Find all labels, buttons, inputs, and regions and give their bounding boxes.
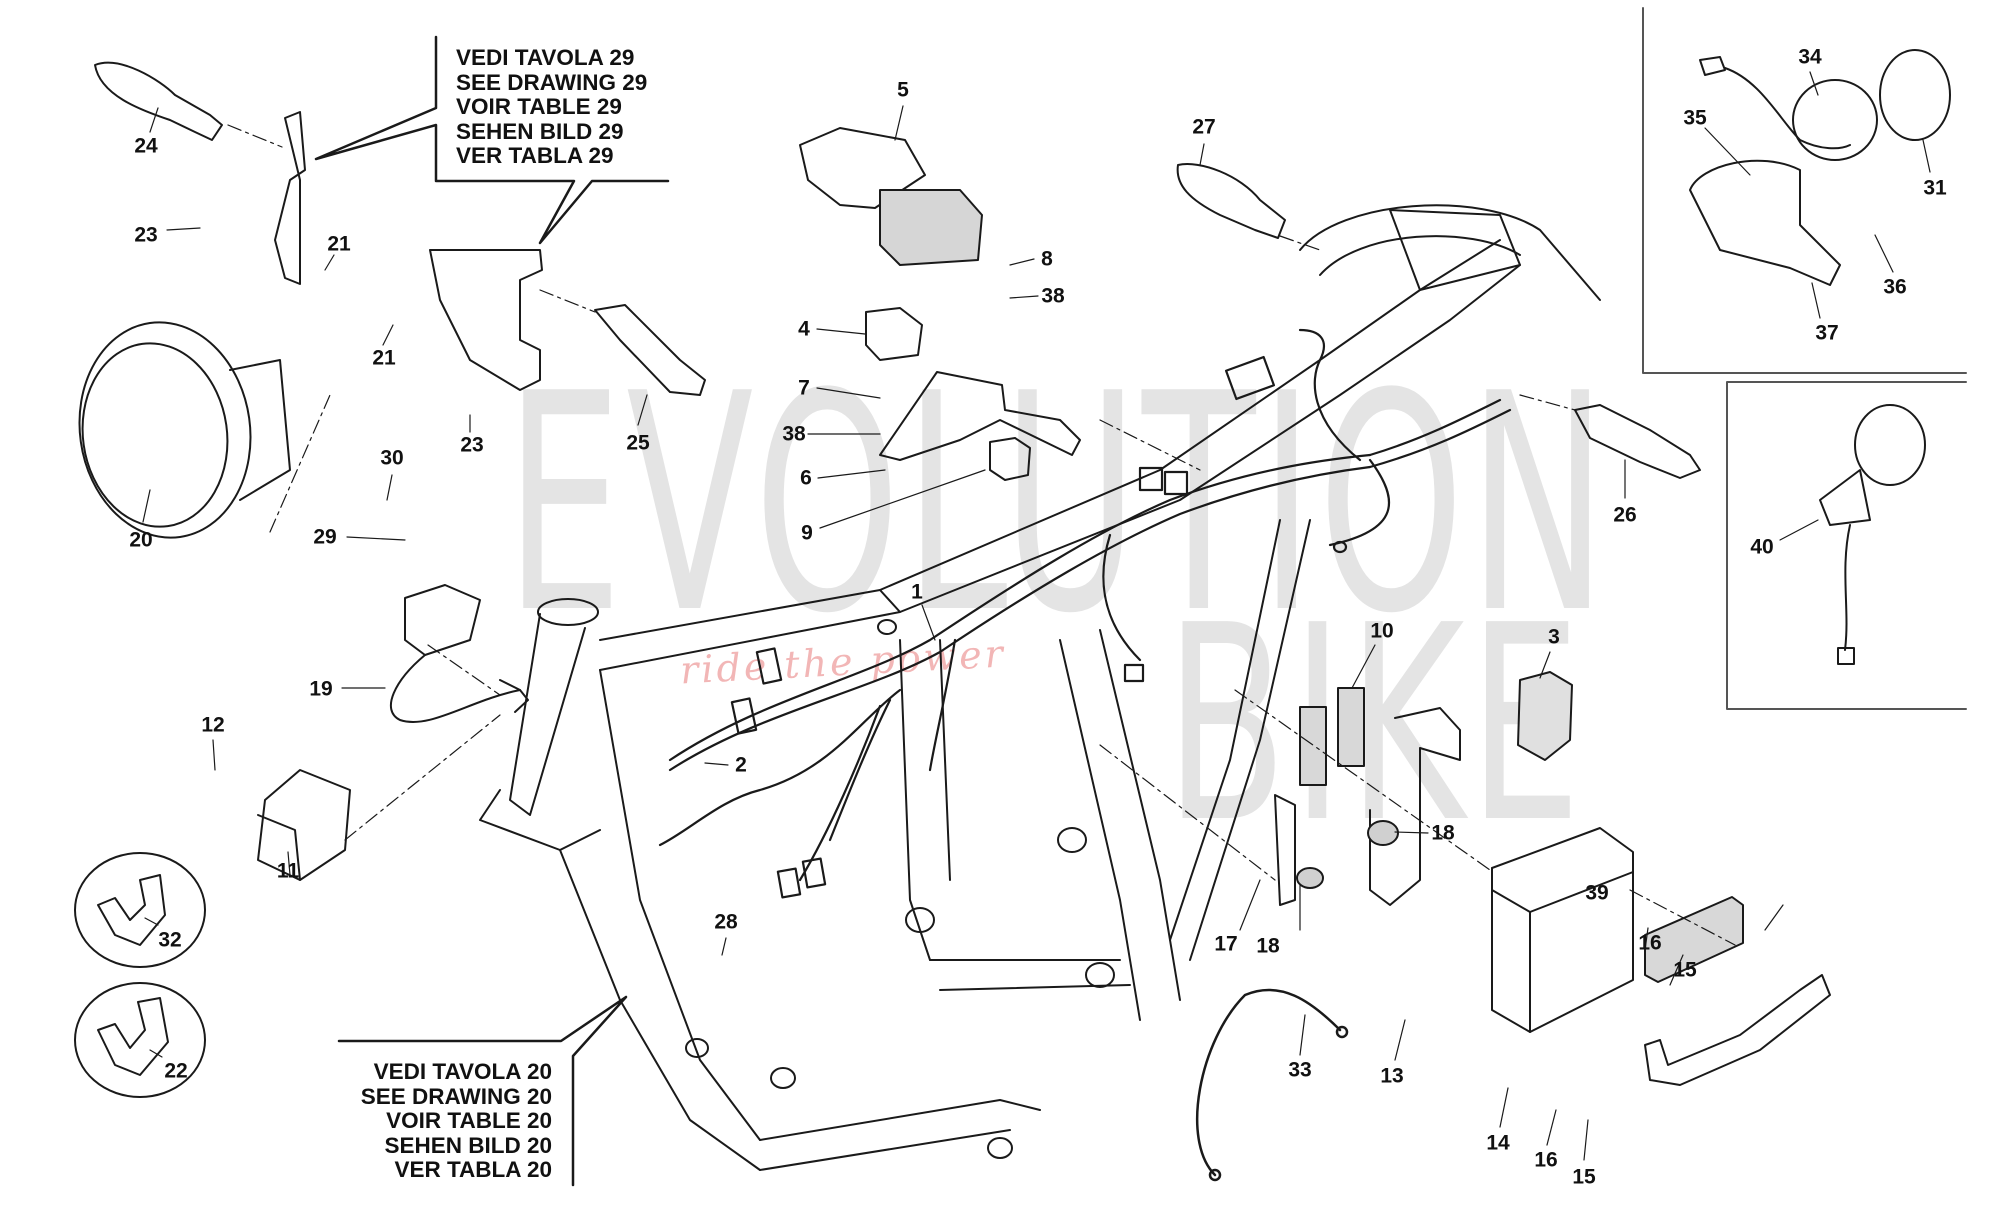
part-rectifier: [257, 769, 351, 881]
part-turn-signal-front-left: [94, 61, 223, 141]
part-ignition-coil: [389, 584, 529, 723]
watermark-bike: BIKE: [1165, 567, 1586, 882]
part-battery-bracket: [1644, 974, 1831, 1086]
reference-line: VEDI TAVOLA 29: [456, 45, 635, 70]
reference-line: VOIR TABLE 20: [386, 1108, 552, 1133]
callout-16[interactable]: 16: [1534, 1148, 1558, 1172]
part-front-bracket-right: [429, 249, 543, 391]
inset-frame-license-light: [1726, 381, 1967, 710]
part-front-bracket-left: [274, 111, 306, 285]
callout-26[interactable]: 26: [1613, 503, 1637, 527]
callout-39[interactable]: 39: [1585, 881, 1609, 905]
callout-21[interactable]: 21: [327, 232, 351, 256]
callout-38[interactable]: 38: [782, 422, 806, 446]
callout-1[interactable]: 1: [911, 580, 923, 604]
callout-28[interactable]: 28: [714, 910, 738, 934]
wiring-harness: [658, 328, 1512, 899]
callout-9[interactable]: 9: [801, 521, 813, 545]
callout-3[interactable]: 3: [1548, 625, 1560, 649]
callout-21[interactable]: 21: [372, 346, 396, 370]
part-battery-holder: [1274, 707, 1461, 906]
part-tail-light: [1689, 49, 1951, 286]
part-relay-9: [989, 437, 1031, 481]
part-relay-4: [865, 307, 923, 361]
callout-23[interactable]: 23: [134, 223, 158, 247]
callout-38[interactable]: 38: [1041, 284, 1065, 308]
callout-6[interactable]: 6: [800, 466, 812, 490]
callout-10[interactable]: 10: [1370, 619, 1394, 643]
reference-outline-bottom: [337, 995, 628, 1187]
reference-line: VER TABLA 20: [394, 1157, 552, 1182]
callout-11[interactable]: 11: [276, 859, 300, 883]
reference-line: VEDI TAVOLA 20: [373, 1059, 552, 1084]
callout-31[interactable]: 31: [1923, 176, 1947, 200]
reference-line: SEE DRAWING 20: [360, 1083, 552, 1109]
part-headlight: [78, 321, 291, 539]
callout-5[interactable]: 5: [897, 78, 909, 102]
reference-line: VER TABLA 29: [456, 143, 614, 168]
inset-frame-tail-light: [1642, 7, 1967, 374]
callout-37[interactable]: 37: [1815, 321, 1839, 345]
part-pads-10: [1299, 687, 1365, 786]
callout-30[interactable]: 30: [380, 446, 404, 470]
callout-8[interactable]: 8: [1041, 247, 1053, 271]
callout-33[interactable]: 33: [1288, 1058, 1312, 1082]
part-mounting-plate: [879, 371, 1081, 461]
callout-22[interactable]: 22: [164, 1059, 188, 1083]
callout-4[interactable]: 4: [798, 317, 810, 341]
callout-32[interactable]: 32: [158, 928, 182, 952]
callout-2[interactable]: 2: [735, 753, 747, 777]
callout-16[interactable]: 16: [1638, 931, 1662, 955]
callout-15[interactable]: 15: [1572, 1165, 1596, 1189]
part-battery-cable: [1195, 988, 1349, 1182]
part-turn-signal-rear-left: [1176, 163, 1286, 239]
part-regulator-3: [1517, 671, 1573, 761]
callout-25[interactable]: 25: [626, 431, 650, 455]
callout-19[interactable]: 19: [309, 677, 333, 701]
callout-35[interactable]: 35: [1683, 106, 1707, 130]
callout-23[interactable]: 23: [460, 433, 484, 457]
part-turn-signal-rear-right: [1574, 404, 1701, 479]
part-turn-signal-front-right: [594, 304, 706, 396]
part-clamp-22: [74, 982, 206, 1098]
reference-note-drawing-29: VEDI TAVOLA 29 SEE DRAWING 29 VOIR TABLE…: [456, 45, 648, 169]
leader-lines: [142, 71, 1931, 1161]
callout-20[interactable]: 20: [129, 528, 153, 552]
callout-34[interactable]: 34: [1798, 45, 1822, 69]
callout-15[interactable]: 15: [1673, 958, 1697, 982]
callout-40[interactable]: 40: [1750, 535, 1774, 559]
callout-18[interactable]: 18: [1431, 821, 1455, 845]
callout-27[interactable]: 27: [1192, 115, 1216, 139]
callout-14[interactable]: 14: [1486, 1131, 1510, 1155]
watermark-evolution: EVOLUTION: [505, 330, 1611, 679]
reference-note-drawing-20: VEDI TAVOLA 20 SEE DRAWING 20 VOIR TABLE…: [330, 1059, 552, 1183]
callout-17[interactable]: 17: [1214, 932, 1238, 956]
callout-7[interactable]: 7: [798, 376, 810, 400]
part-ecu: [799, 127, 983, 266]
reference-line: VOIR TABLE 29: [456, 94, 622, 119]
part-license-light: [1819, 404, 1926, 665]
part-battery: [1491, 827, 1634, 1033]
part-pad-39: [1644, 896, 1744, 983]
callout-18[interactable]: 18: [1256, 934, 1280, 958]
assembly-lines: [227, 124, 1736, 946]
callout-29[interactable]: 29: [313, 525, 337, 549]
reference-outline-top: [314, 35, 670, 245]
reference-line: SEE DRAWING 29: [456, 69, 648, 95]
callout-36[interactable]: 36: [1883, 275, 1907, 299]
callout-12[interactable]: 12: [201, 713, 225, 737]
reference-line: SEHEN BILD 20: [384, 1132, 552, 1158]
reference-line: SEHEN BILD 29: [456, 118, 624, 144]
part-clamp-32: [74, 852, 206, 968]
callout-24[interactable]: 24: [134, 134, 158, 158]
motorcycle-frame: [479, 204, 1601, 1171]
callout-13[interactable]: 13: [1380, 1064, 1404, 1088]
